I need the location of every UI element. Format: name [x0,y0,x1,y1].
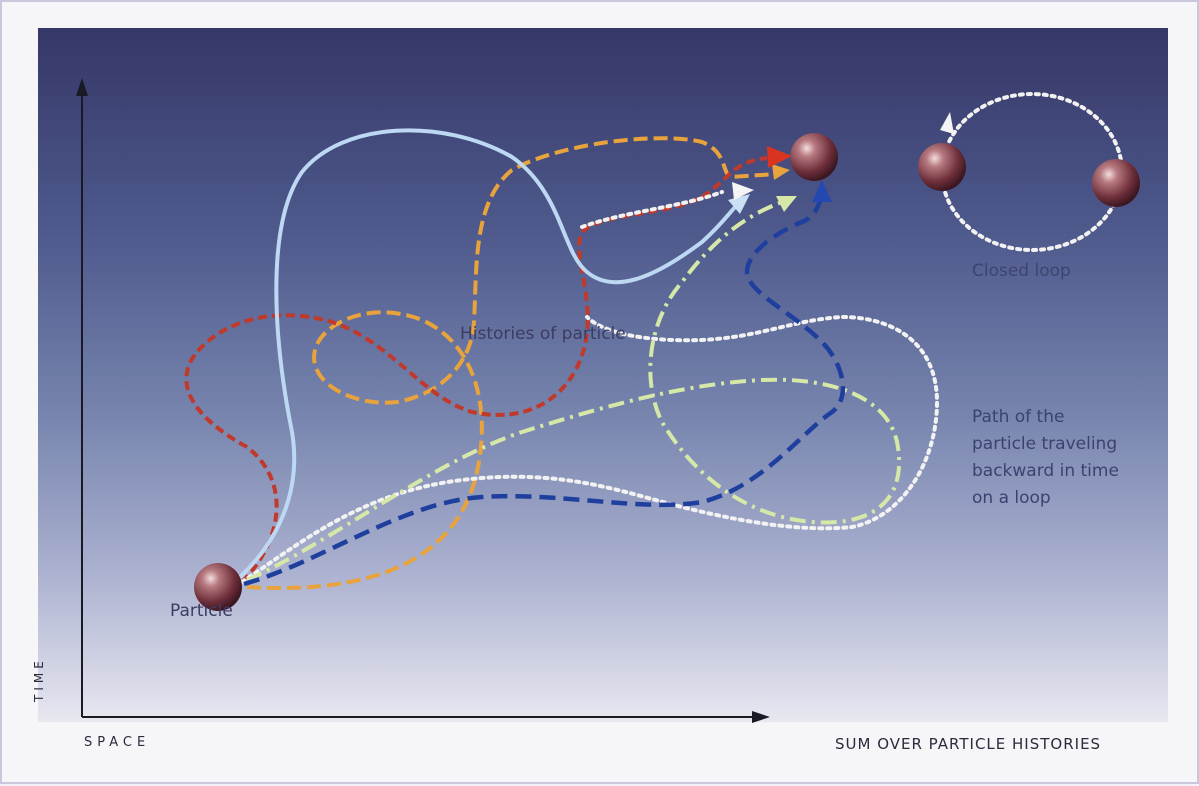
figure-caption: SUM OVER PARTICLE HISTORIES [835,735,1101,753]
axes [76,78,770,723]
arrow-red [767,146,792,168]
backward-path-label-line-2: particle traveling [972,431,1172,458]
time-axis-label: TIME [32,657,46,702]
loop-particle-left [918,143,966,191]
closed-loop-arrow [940,112,954,134]
history-lightgreen-path [247,202,899,580]
arrow-orange [772,164,790,180]
backward-path-label-line-4: on a loop [972,485,1172,512]
arrow-darkblue [812,180,832,202]
histories-of-particle-label: Histories of particle [460,324,626,344]
backward-path-label: Path of the particle traveling backward … [972,404,1172,512]
particle-label: Particle [170,601,233,621]
history-white-top-segment [582,192,722,227]
history-orange-path [247,138,777,588]
particle-end [790,133,838,181]
backward-path-label-line-1: Path of the [972,404,1172,431]
loop-particle-right [1092,159,1140,207]
space-axis-arrow [752,711,770,723]
closed-loop-label: Closed loop [972,261,1071,281]
backward-path-label-line-3: backward in time [972,458,1172,485]
space-axis-label: SPACE [84,735,150,750]
time-axis-arrow [76,78,88,96]
history-red-path [186,158,767,582]
